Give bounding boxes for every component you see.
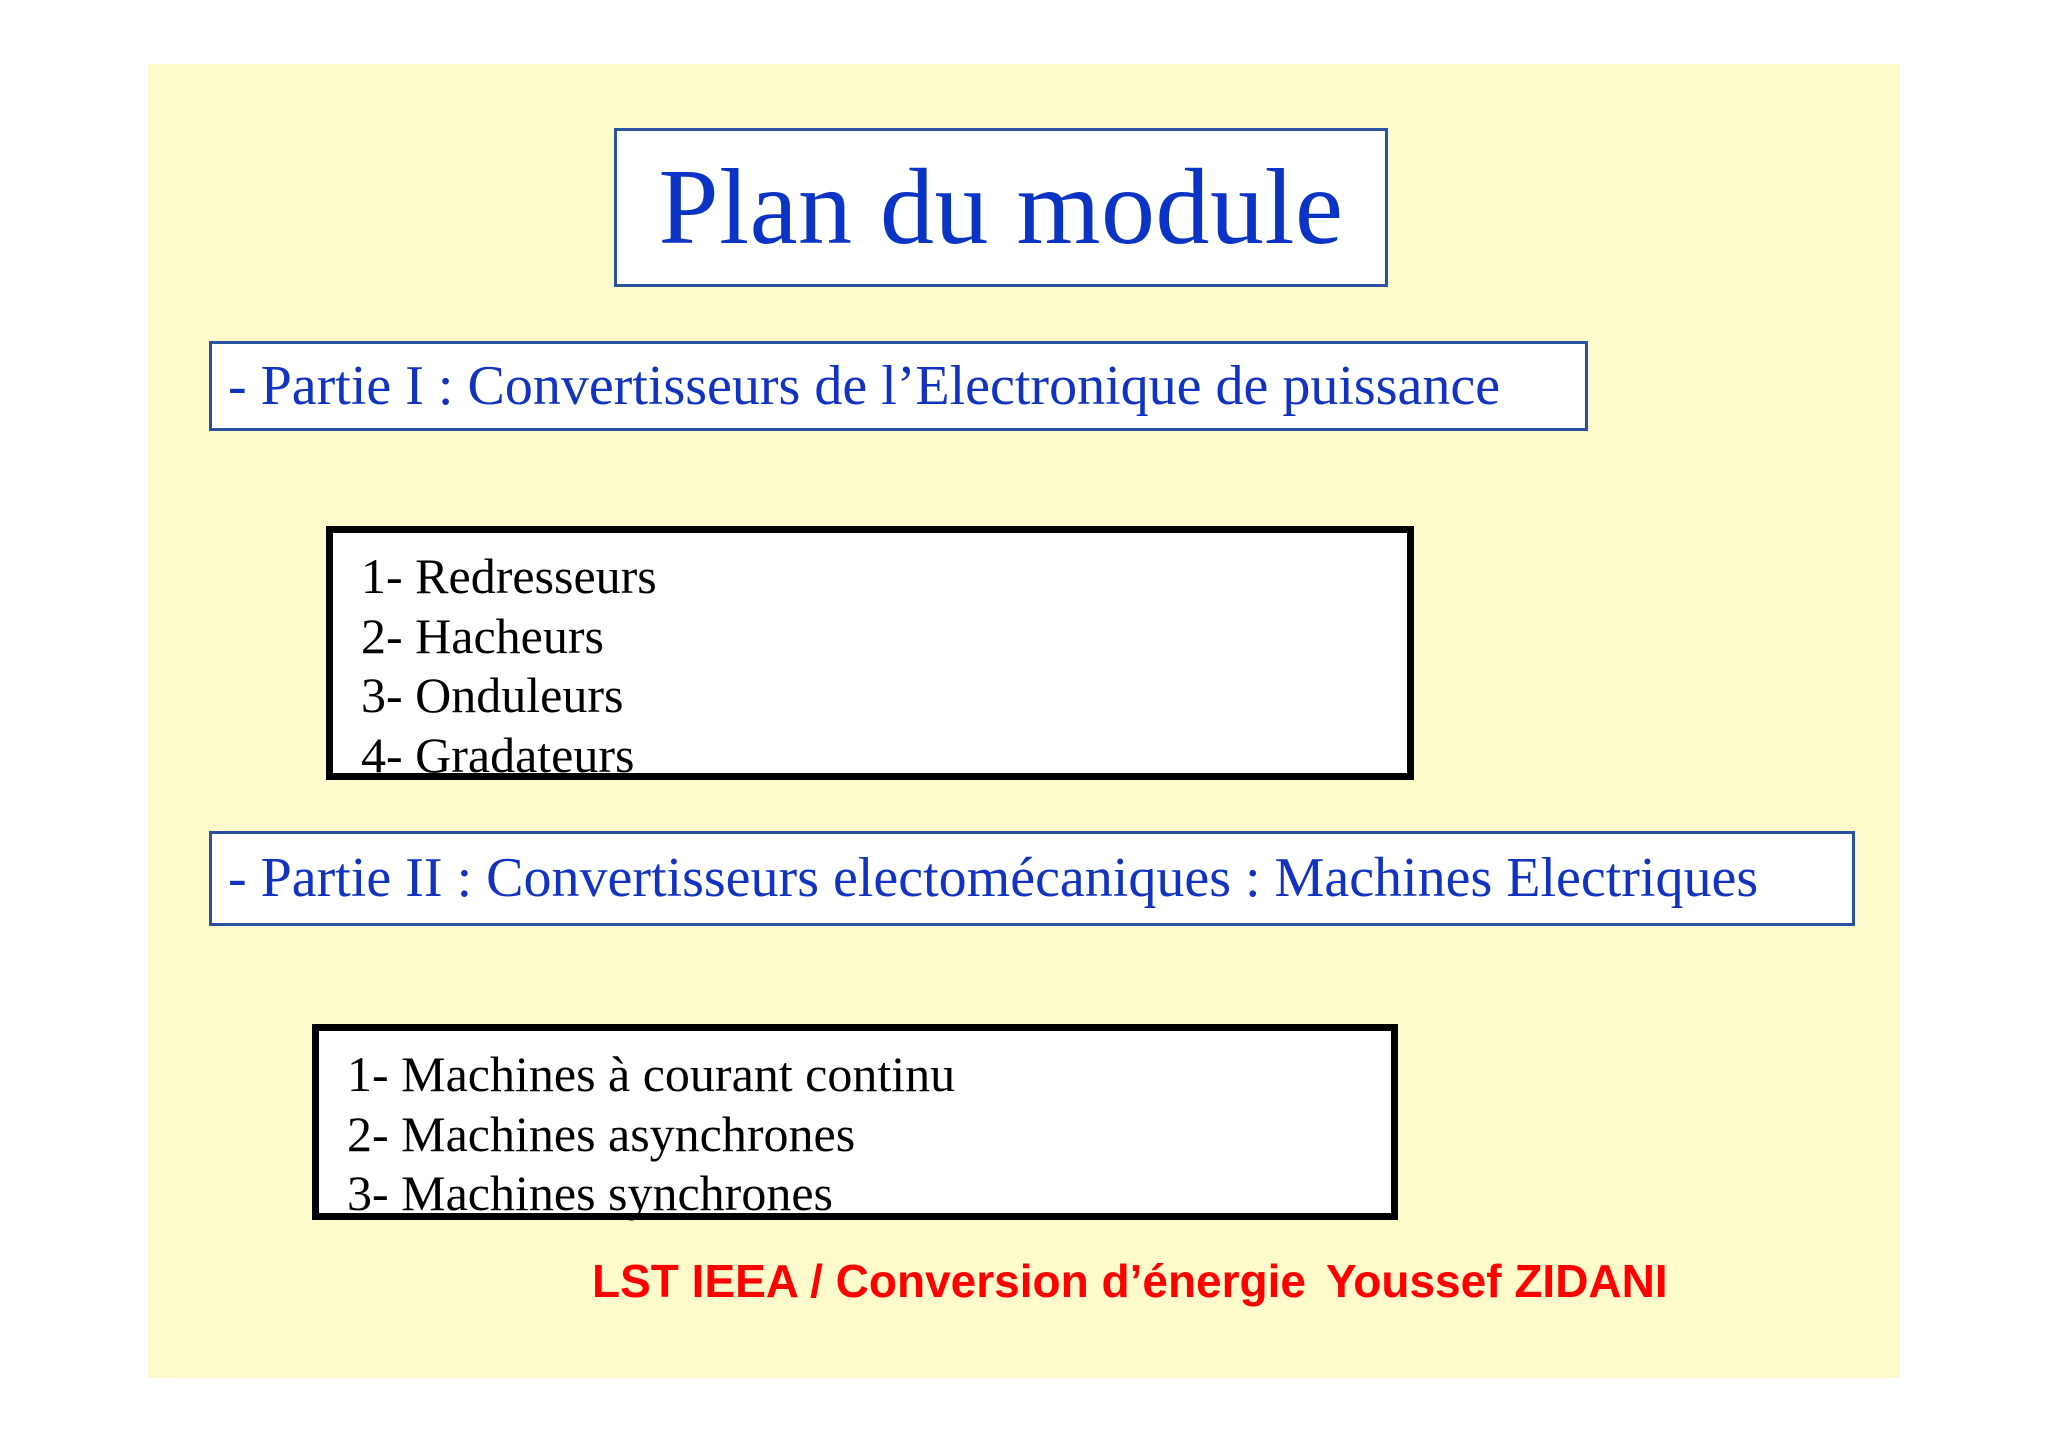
part-heading-box-1: - Partie I : Convertisseurs de l’Electro… xyxy=(209,341,1588,431)
list-item: 1- Redresseurs xyxy=(361,548,657,604)
list-item: 2- Hacheurs xyxy=(361,607,604,664)
footer-course-label: LST IEEA / Conversion d’énergie xyxy=(592,1255,1306,1307)
part-list-box-1: 1- Redresseurs 2- Hacheurs 3- Onduleurs … xyxy=(326,526,1414,783)
page-title: Plan du module xyxy=(658,147,1344,267)
slide-title-box: Plan du module xyxy=(614,128,1388,287)
slide-canvas: Plan du module - Partie I : Convertisseu… xyxy=(148,64,1900,1378)
part-heading-box-2: - Partie II : Convertisseurs electomécan… xyxy=(209,831,1855,926)
list-item: 4- Gradateurs xyxy=(361,726,635,783)
list-item: 3- Onduleurs xyxy=(361,667,624,723)
list-item: 1- Machines à courant continu xyxy=(347,1046,956,1102)
part-list-box-2: 1- Machines à courant continu 2- Machine… xyxy=(312,1024,1398,1221)
list-item: 3- Machines synchrones xyxy=(347,1165,833,1221)
list-item: 2- Machines asynchrones xyxy=(347,1105,856,1162)
part-heading-2: - Partie II : Convertisseurs electomécan… xyxy=(228,847,1759,910)
part-heading-1: - Partie I : Convertisseurs de l’Electro… xyxy=(228,354,1501,417)
slide-footer: LST IEEA / Conversion d’énergie Youssef … xyxy=(148,1258,1900,1328)
footer-author-label: Youssef ZIDANI xyxy=(1326,1255,1668,1307)
